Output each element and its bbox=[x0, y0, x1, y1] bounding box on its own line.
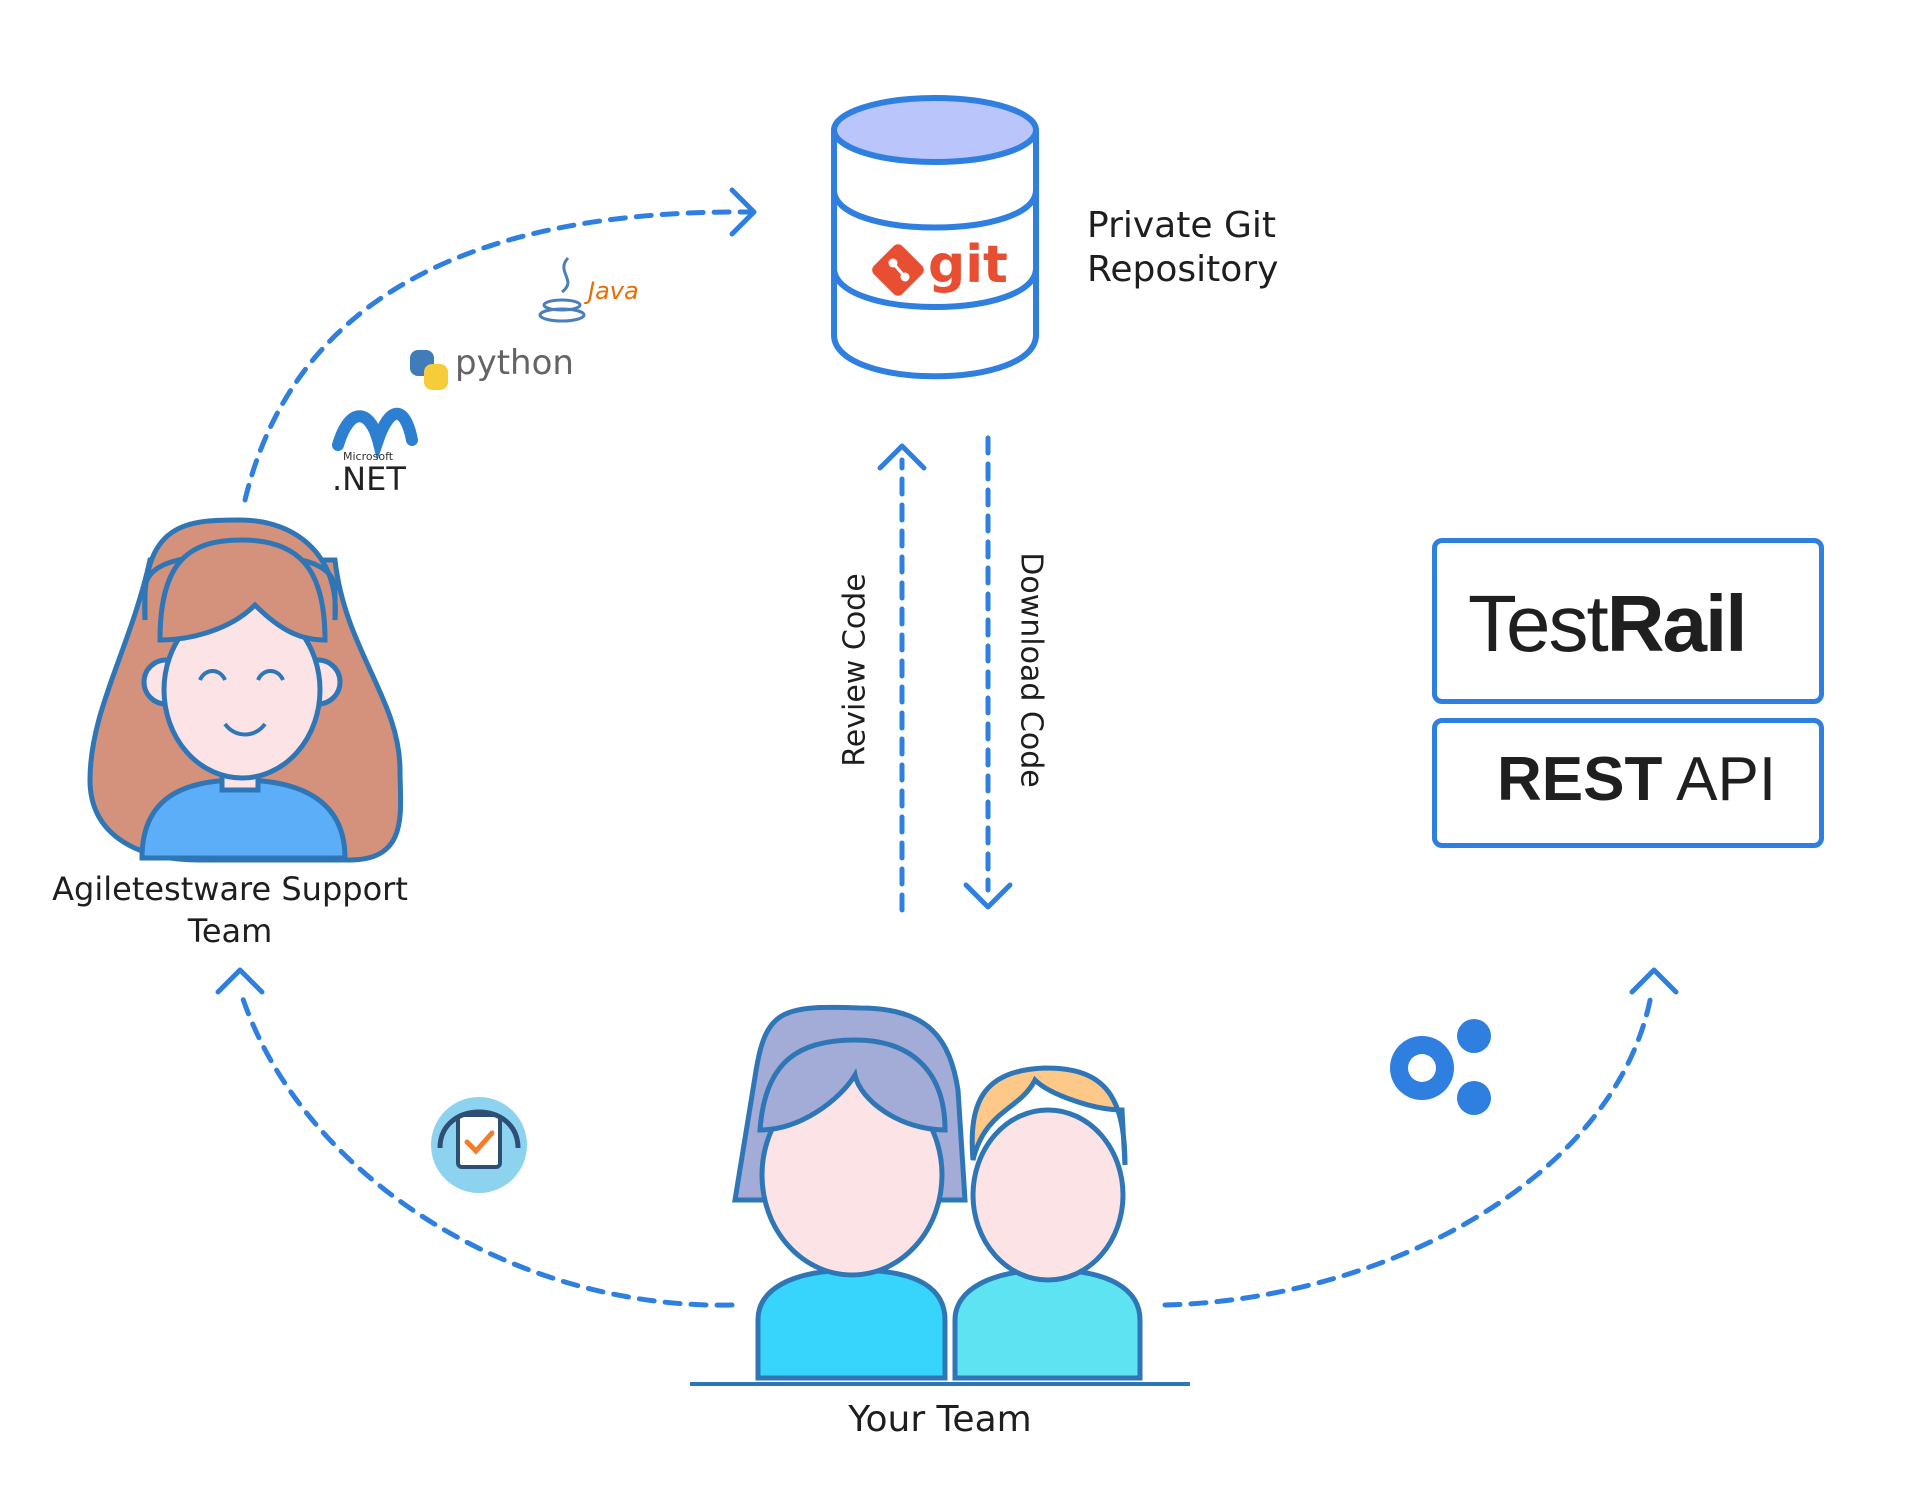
arrow-team-to-testrail bbox=[1162, 987, 1655, 1308]
dotnet-logo-icon bbox=[332, 407, 418, 461]
python-label: python bbox=[455, 343, 574, 383]
git-logo-icon bbox=[872, 244, 924, 296]
gears-icon bbox=[1390, 1019, 1491, 1115]
dotnet-small-label: Microsoft bbox=[343, 450, 394, 463]
testrail-name-regular: Test bbox=[1468, 579, 1609, 668]
testrail-name-bold: Rail bbox=[1606, 579, 1748, 668]
repo-label: Private Git Repository bbox=[1087, 204, 1278, 292]
gear-hole bbox=[1408, 1054, 1436, 1082]
python-logo-icon bbox=[410, 350, 448, 390]
team-avatars bbox=[732, 1004, 1143, 1381]
dotnet-label: .NET bbox=[332, 460, 406, 498]
java-label: Java bbox=[588, 277, 639, 305]
rest-api-regular: API bbox=[1662, 745, 1777, 814]
rest-api-box bbox=[1432, 718, 1824, 848]
arrow-team-to-support bbox=[237, 987, 735, 1308]
arrow-heads bbox=[215, 187, 1679, 995]
arrow-head-repo bbox=[729, 187, 757, 237]
support-label-line2: Team bbox=[187, 912, 273, 950]
support-label-line1: Agiletestware Support bbox=[52, 870, 408, 908]
rest-api-text: REST API bbox=[1497, 744, 1776, 815]
arrow-head-support bbox=[215, 967, 265, 995]
testrail-wordmark: TestRail bbox=[1468, 578, 1748, 670]
support-agent-icon bbox=[431, 1097, 527, 1193]
rest-api-bold: REST bbox=[1497, 745, 1663, 814]
review-code-label: Review Code bbox=[837, 573, 873, 767]
support-avatar bbox=[87, 517, 404, 863]
testrail-box bbox=[1432, 538, 1824, 704]
download-code-label: Download Code bbox=[1013, 552, 1049, 788]
repo-label-line1: Private Git bbox=[1087, 205, 1276, 246]
arrow-support-to-repo bbox=[242, 209, 753, 503]
team-label: Your Team bbox=[848, 1399, 1032, 1440]
flow-arrows bbox=[237, 209, 1655, 1308]
arrow-head-testrail bbox=[1629, 967, 1679, 995]
database-icon bbox=[831, 95, 1039, 380]
arrow-head-review bbox=[877, 443, 927, 471]
repo-label-line2: Repository bbox=[1087, 249, 1279, 290]
git-logo-text: git bbox=[928, 235, 1008, 295]
java-logo-icon bbox=[538, 256, 586, 323]
support-label: Agiletestware Support Team bbox=[30, 868, 430, 952]
arrow-head-download bbox=[963, 882, 1013, 910]
